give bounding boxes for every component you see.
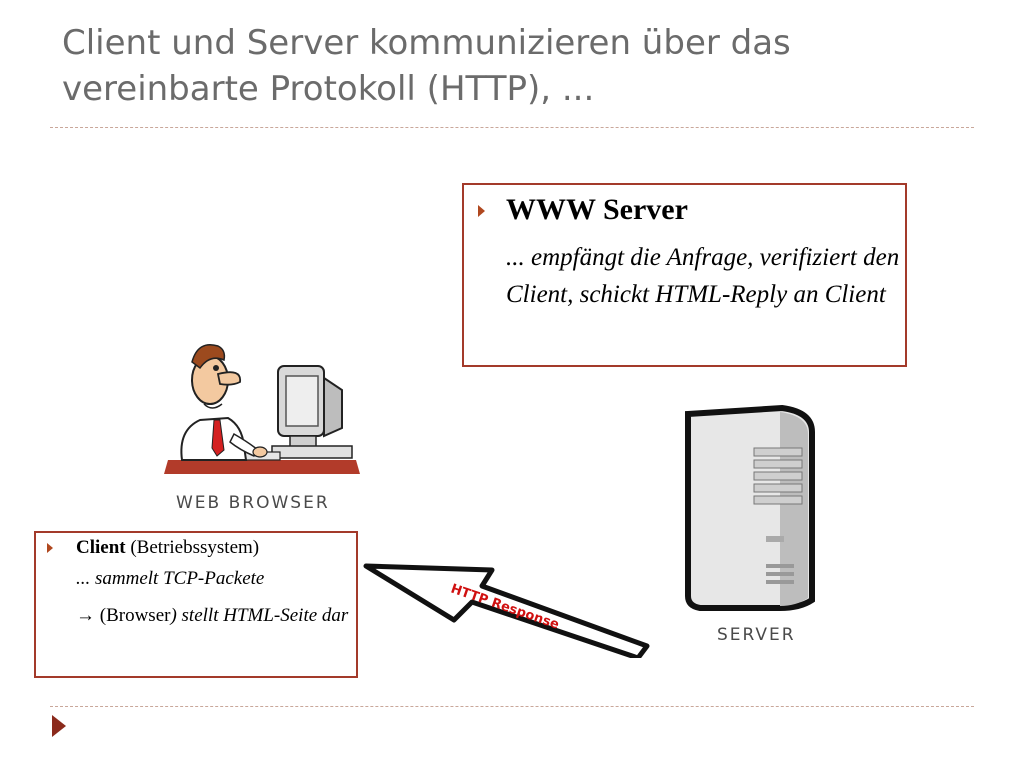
footer-divider <box>50 706 974 707</box>
client-callout-line2: ... sammelt TCP-Packete <box>76 568 265 589</box>
client-callout: Client (Betriebssystem) ... sammelt TCP-… <box>34 531 358 678</box>
client-callout-line3: → (Browser) stellt HTML-Seite dar <box>76 604 354 628</box>
server-callout: WWW Server ... empfängt die Anfrage, ver… <box>462 183 907 367</box>
http-response-arrow: HTTP Response <box>363 563 650 658</box>
footer-bullet-icon <box>52 715 66 737</box>
server-caption: SERVER <box>717 625 796 645</box>
slide-title: Client und Server kommunizieren über das… <box>62 23 791 109</box>
client-callout-line3-italic: ) stellt HTML-Seite dar <box>170 605 349 626</box>
bullet-icon <box>478 205 485 217</box>
bullet-icon <box>47 543 53 553</box>
server-callout-heading: WWW Server <box>506 193 688 226</box>
server-illustration <box>685 404 815 611</box>
client-os-note: (Betriebssystem) <box>125 537 260 558</box>
right-arrow-icon: → <box>76 605 95 626</box>
browser-label: (Browser <box>95 605 171 626</box>
client-callout-heading: Client (Betriebssystem) <box>76 537 259 559</box>
client-label: Client <box>76 537 126 558</box>
title-divider <box>50 127 974 128</box>
server-callout-body: ... empfängt die Anfrage, verifiziert de… <box>506 244 900 308</box>
web-browser-caption: WEB BROWSER <box>176 493 330 513</box>
web-browser-illustration <box>164 344 360 474</box>
